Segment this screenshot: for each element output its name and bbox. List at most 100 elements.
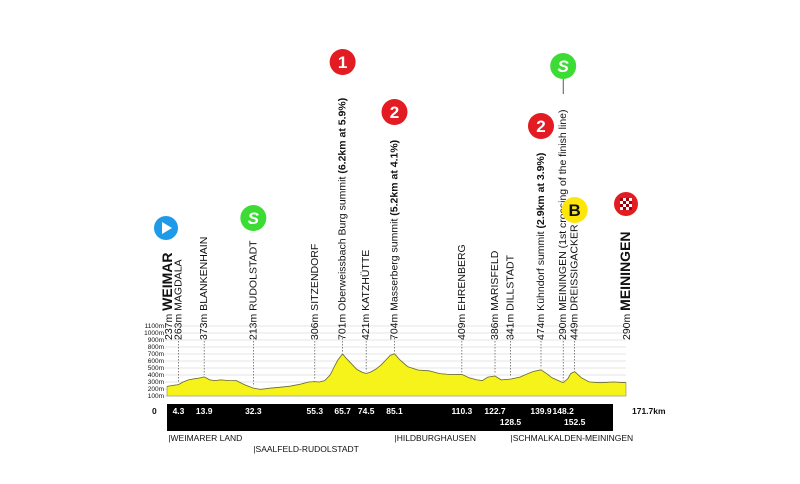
place-altitude: 373m: [198, 311, 210, 340]
sprint-marker: S: [240, 205, 267, 231]
place-altitude: 704m: [388, 311, 400, 340]
place-label-text: 373m BLANKENHAIN: [198, 237, 210, 340]
profile-layer: [166, 353, 627, 397]
km-marker-label: 13.9: [196, 406, 213, 416]
region-label: |WEIMARER LAND: [168, 433, 242, 443]
y-tick-label: 100m: [148, 393, 164, 400]
distance-bar-background: [167, 404, 613, 431]
place-suffix: (5.2km at 4.1%): [388, 140, 400, 219]
km-marker-label: 32.3: [245, 406, 262, 416]
km-marker-label: 4.3: [173, 406, 185, 416]
checker-square: [626, 198, 629, 201]
checker-square: [629, 198, 632, 201]
place-altitude: 306m: [309, 311, 321, 340]
kom-icon: [527, 113, 554, 139]
y-tick-label: 700m: [148, 351, 164, 358]
place-label-text: 290m MEININGEN: [617, 231, 633, 340]
place-name: MAGDALA: [172, 259, 184, 310]
place-altitude: 213m: [247, 311, 259, 340]
finish-marker: [614, 192, 638, 216]
place-name: Oberweissbach Burg summit: [337, 177, 349, 311]
kom-icon: [329, 49, 356, 75]
y-tick-label: 1000m: [144, 330, 164, 337]
sprint-icon: [240, 205, 267, 231]
kom-icon-label: 2: [390, 103, 399, 122]
elevation-line: [166, 353, 627, 390]
place-suffix: (2.9km at 3.9%): [535, 153, 547, 232]
place-label: 409m EHRENBERG: [456, 244, 468, 340]
place-altitude: 341m: [505, 311, 517, 340]
y-tick-label: 300m: [148, 379, 164, 386]
place-label-text: 263m MAGDALA: [172, 259, 184, 340]
place-label-text: 449m DREISSIGACKER: [569, 224, 581, 340]
place-name: BLANKENHAIN: [198, 237, 210, 311]
place-altitude: 290m: [621, 311, 633, 340]
place-label: 290m MEININGEN: [617, 231, 633, 340]
place-name: MARISFELD: [489, 250, 501, 311]
place-label: 306m SITZENDORF: [309, 244, 321, 340]
finish-km-label: 171.7km: [632, 406, 666, 416]
sprint-icon: [550, 53, 577, 79]
place-altitude: 386m: [489, 311, 501, 340]
place-label-text: 386m MARISFELD: [489, 250, 501, 340]
km-marker-label: 74.5: [358, 406, 375, 416]
place-label: 237m WEIMAR: [159, 252, 175, 340]
place-name: RUDOLSTADT: [247, 240, 259, 311]
km-marker-label: 85.1: [386, 406, 403, 416]
y-tick-label: 600m: [148, 358, 164, 365]
place-altitude: 449m: [569, 311, 581, 340]
place-altitude: 290m: [557, 311, 569, 340]
y-tick-label: 400m: [148, 372, 164, 379]
bonus-icon-label: B: [569, 201, 581, 220]
place-label: 386m MARISFELD: [489, 250, 501, 340]
km-marker-label: 139.9: [530, 406, 552, 416]
checker-square: [623, 201, 626, 204]
place-label-text: 237m WEIMAR: [159, 252, 175, 340]
place-label-text: 341m DILLSTADT: [505, 254, 517, 340]
bonus-marker: B: [561, 197, 588, 223]
place-label: 704m Masserberg summit (5.2km at 4.1%): [388, 140, 400, 340]
place-name: DREISSIGACKER: [569, 224, 581, 311]
y-tick-label: 500m: [148, 365, 164, 372]
place-altitude: 237m: [163, 311, 175, 340]
y-tick-label: 1100m: [145, 323, 164, 330]
sprint-marker: S: [550, 53, 577, 94]
checker-square: [620, 198, 623, 201]
place-name: DILLSTADT: [505, 254, 517, 310]
place-name: MEININGEN: [617, 231, 633, 310]
start-km-label: 0: [152, 406, 157, 416]
region-label: |HILDBURGHAUSEN: [394, 433, 476, 443]
kom-marker: 2: [527, 113, 554, 139]
place-label: 421m KATZHÜTTE: [360, 250, 372, 340]
y-tick-label: 200m: [148, 386, 164, 393]
sprint-icon-label: S: [248, 209, 260, 228]
place-name: EHRENBERG: [456, 244, 468, 311]
place-altitude: 263m: [172, 311, 184, 340]
kom-icon: [381, 99, 408, 125]
sprint-icon-label: S: [558, 57, 570, 76]
place-altitude: 421m: [360, 311, 372, 340]
checker-square: [626, 204, 629, 207]
km-marker-label: 152.5: [564, 417, 586, 427]
place-label-text: 306m SITZENDORF: [309, 244, 321, 340]
place-label-text: 704m Masserberg summit (5.2km at 4.1%): [388, 140, 400, 340]
checker-square: [626, 207, 629, 210]
kom-icon-label: 1: [338, 53, 347, 72]
region-label: |SAALFELD-RUDOLSTADT: [253, 444, 359, 454]
place-suffix: (6.2km at 5.9%): [337, 98, 349, 177]
place-name: MEININGEN: [557, 251, 569, 311]
place-altitude: 409m: [456, 311, 468, 340]
y-tick-label: 900m: [148, 337, 164, 344]
checker-square: [623, 198, 626, 201]
kom-marker: 2: [381, 99, 408, 125]
place-label: 290m MEININGEN (1st crossing of the fini…: [557, 109, 569, 340]
checker-square: [620, 201, 623, 204]
km-marker-label: 55.3: [307, 406, 324, 416]
place-name: SITZENDORF: [309, 244, 321, 311]
km-marker-label: 128.5: [500, 417, 522, 427]
checker-square: [620, 204, 623, 207]
